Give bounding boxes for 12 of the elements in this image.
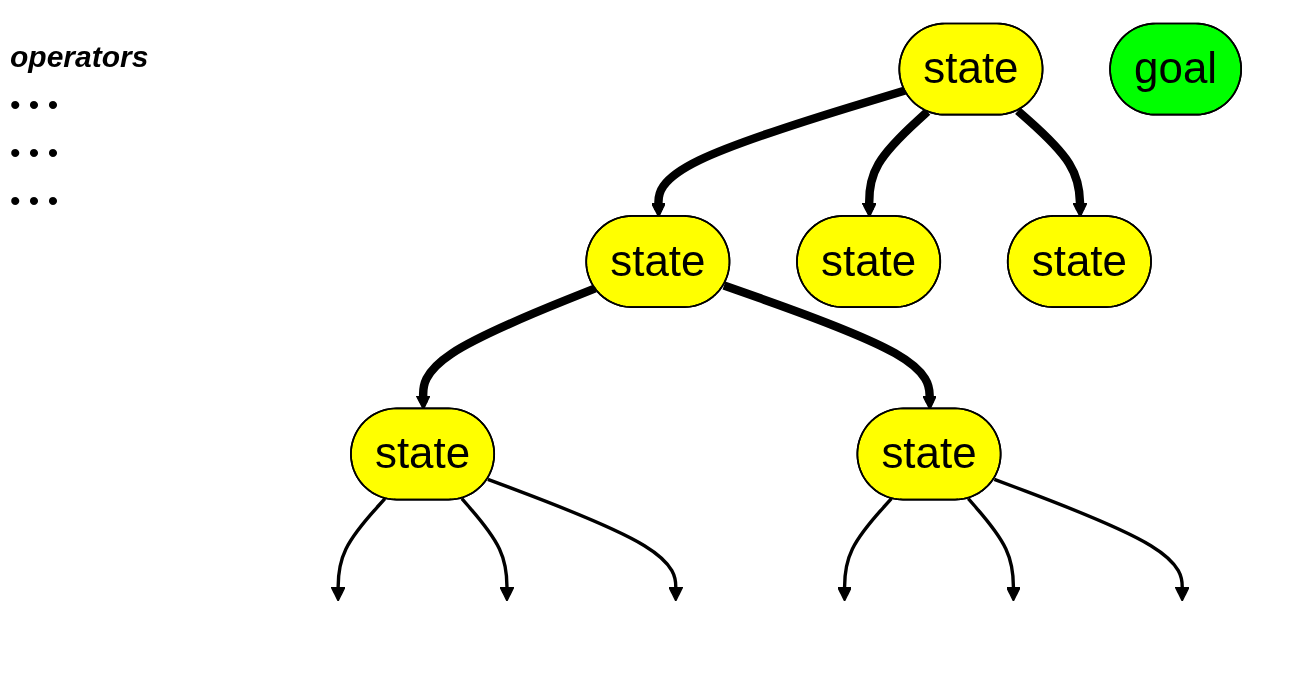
arrow [330, 497, 386, 602]
arrow [966, 497, 1021, 602]
annotation-label: operators [10, 40, 150, 74]
arrow [415, 284, 597, 410]
arrow [460, 497, 515, 602]
arrow [722, 281, 937, 410]
ellipsis-dots: • • • [10, 88, 60, 122]
ellipsis-dots: • • • [10, 136, 60, 170]
arrow [486, 477, 683, 602]
ellipsis-dots: • • • [10, 184, 60, 218]
arrow [836, 497, 893, 602]
arrow [993, 477, 1190, 602]
